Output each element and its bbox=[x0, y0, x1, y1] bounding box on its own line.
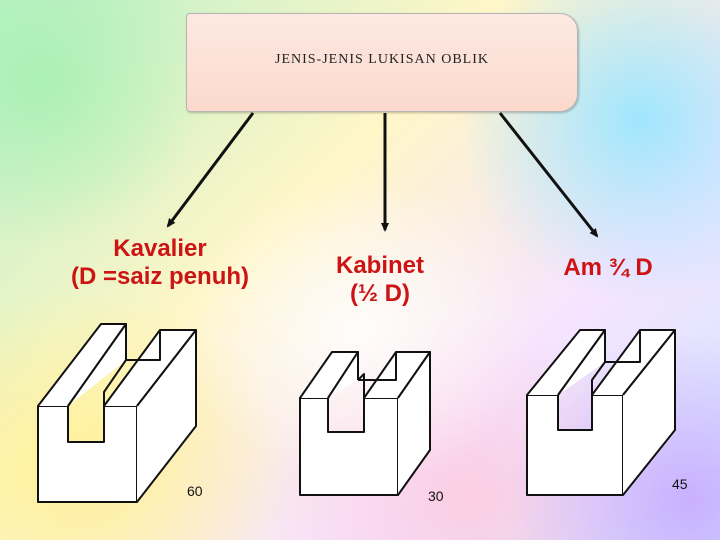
kavalier-block bbox=[37, 323, 197, 503]
kavalier-label: Kavalier (D =saiz penuh) bbox=[40, 235, 280, 291]
title-box: JENIS-JENIS LUKISAN OBLIK bbox=[186, 13, 578, 112]
am-block bbox=[526, 329, 676, 496]
am-angle: 45 bbox=[672, 476, 688, 492]
arrow-to-am bbox=[498, 112, 599, 238]
kabinet-label-line1: Kabinet bbox=[335, 252, 424, 279]
kavalier-angle: 60 bbox=[187, 483, 203, 499]
arrow-to-kavalier bbox=[166, 112, 255, 228]
page-title: JENIS-JENIS LUKISAN OBLIK bbox=[275, 51, 489, 67]
kabinet-label-line2: (½ D) bbox=[350, 280, 410, 307]
kabinet-angle: 30 bbox=[428, 488, 444, 504]
kavalier-label-line2: (D =saiz penuh) bbox=[70, 263, 250, 290]
am-label-line1: Am ¾ D bbox=[563, 254, 653, 281]
kabinet-label: Kabinet (½ D) bbox=[310, 252, 450, 308]
kavalier-label-line1: Kavalier bbox=[113, 235, 207, 262]
am-label: Am ¾ D bbox=[538, 254, 678, 282]
kabinet-block bbox=[299, 351, 431, 496]
